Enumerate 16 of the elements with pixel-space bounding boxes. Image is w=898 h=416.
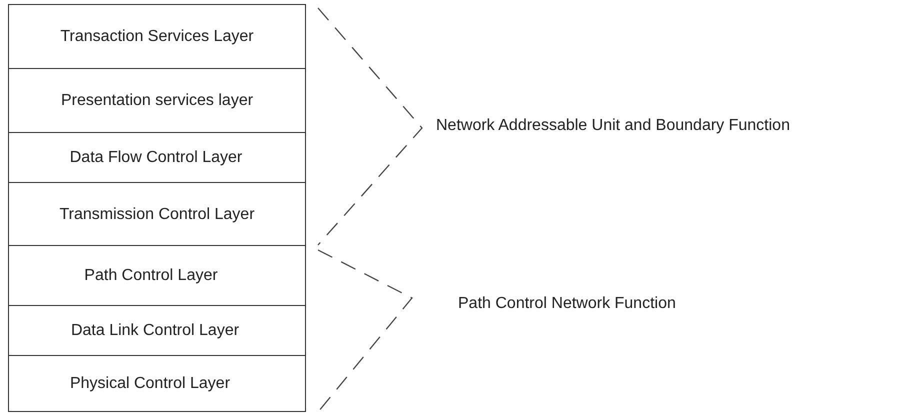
bracket-label: Path Control Network Function xyxy=(458,295,676,313)
layer-name: Transmission Control Layer xyxy=(59,206,255,224)
layer-box xyxy=(8,68,306,134)
layer-box xyxy=(8,132,306,184)
layer-name: Data Link Control Layer xyxy=(70,322,240,340)
bracket-label: Network Addressable Unit and Boundary Function xyxy=(436,117,790,135)
layer-box xyxy=(8,4,306,70)
layer-name: Path Control Layer xyxy=(84,267,218,285)
layer-box xyxy=(8,305,306,357)
layer-name: Physical Control Layer xyxy=(70,374,230,392)
layer-box xyxy=(8,355,306,412)
layer-box xyxy=(8,182,306,247)
layer-name: Presentation services layer xyxy=(60,92,254,110)
layer-name: Data Flow Control Layer xyxy=(70,149,242,167)
layer-name: Transaction Services Layer xyxy=(60,28,254,46)
layer-box xyxy=(8,245,306,307)
